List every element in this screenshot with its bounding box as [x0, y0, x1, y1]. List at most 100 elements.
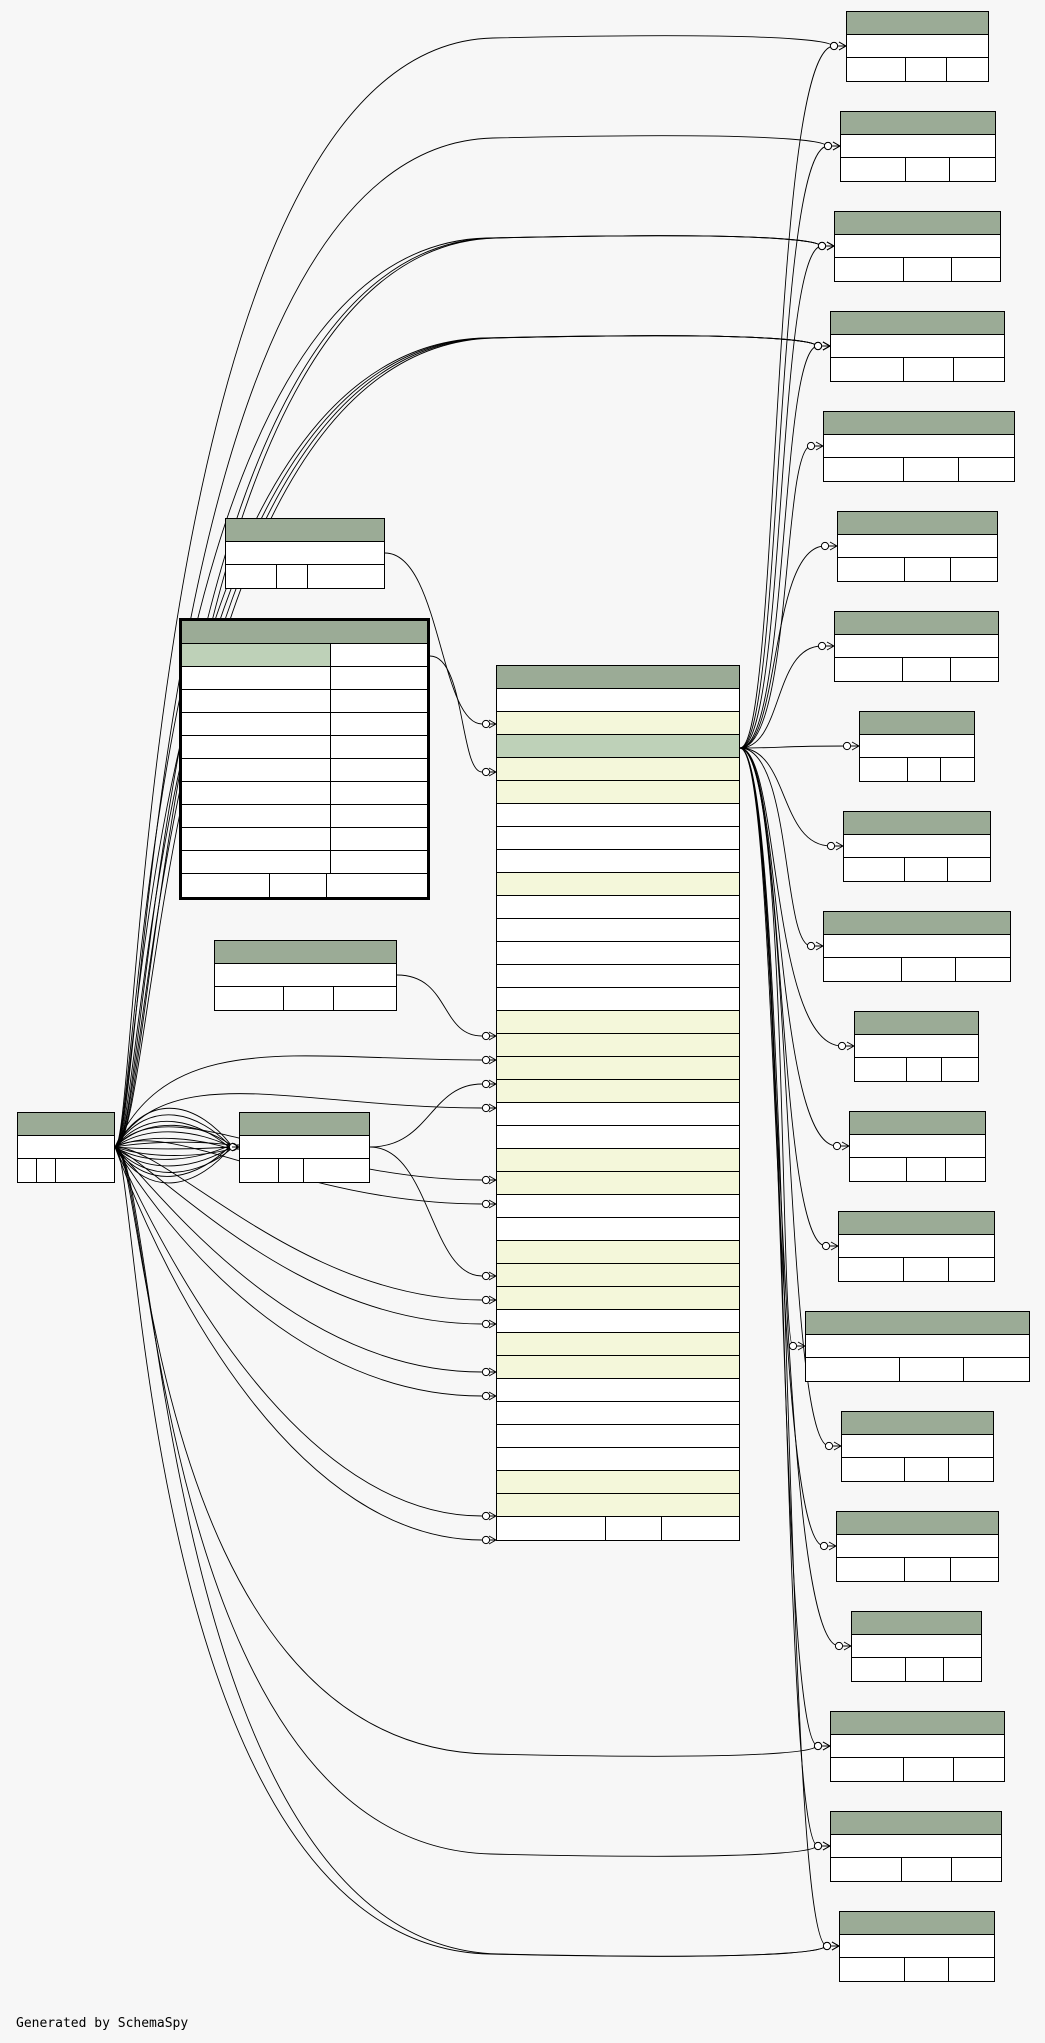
column-citation-id[interactable] — [497, 735, 739, 758]
table-citation-businesses[interactable] — [830, 1711, 1005, 1782]
footer-cell[interactable] — [947, 58, 988, 81]
column-last-load-date[interactable] — [497, 1425, 739, 1448]
footer-cell[interactable] — [844, 858, 906, 881]
table-citation-addresses[interactable] — [830, 311, 1005, 382]
footer-cell[interactable] — [842, 1458, 906, 1481]
column-filed-date[interactable] — [497, 896, 739, 919]
footer-cell[interactable] — [906, 1658, 944, 1681]
footer-cell[interactable] — [847, 58, 907, 81]
table-citations[interactable] — [496, 665, 740, 1541]
footer-cell[interactable] — [304, 1159, 369, 1182]
footer-cell[interactable] — [948, 858, 990, 881]
table-ejs-codes[interactable] — [17, 1112, 115, 1183]
table-title[interactable] — [240, 1113, 369, 1136]
footer-cell[interactable] — [37, 1159, 57, 1182]
table-citation-attachments[interactable] — [823, 911, 1011, 982]
footer-cell[interactable] — [944, 1658, 981, 1681]
table-title[interactable] — [839, 1212, 994, 1235]
footer-cell[interactable] — [831, 1858, 903, 1881]
footer-cell[interactable] — [838, 558, 905, 581]
table-citation-officers[interactable] — [839, 1911, 995, 1982]
footer-cell[interactable] — [839, 1258, 905, 1281]
footer-cell[interactable] — [907, 1058, 943, 1081]
column-bond-type[interactable] — [497, 712, 739, 735]
footer-cell[interactable] — [904, 258, 953, 281]
footer-cell[interactable] — [841, 158, 906, 181]
footer-cell[interactable] — [606, 1517, 662, 1540]
footer-cell[interactable] — [240, 1159, 279, 1182]
footer-cell[interactable] — [497, 1517, 606, 1540]
footer-cell[interactable] — [942, 1058, 978, 1081]
footer-cell[interactable] — [952, 1858, 1001, 1881]
table-activity-headers[interactable] — [843, 811, 991, 882]
table-citation-methods[interactable] — [838, 1211, 995, 1282]
column-creator-date[interactable] — [497, 942, 739, 965]
footer-cell[interactable] — [308, 565, 384, 588]
footer-cell[interactable] — [904, 1258, 950, 1281]
table-title[interactable] — [841, 112, 995, 135]
column-user-agency[interactable] — [497, 1241, 739, 1264]
column-dist-state[interactable] — [182, 782, 331, 805]
table-title[interactable] — [831, 1712, 1004, 1735]
footer-cell[interactable] — [182, 874, 271, 897]
column-county-code-type[interactable] — [497, 1172, 739, 1195]
footer-cell[interactable] — [860, 758, 908, 781]
footer-cell[interactable] — [806, 1358, 900, 1381]
footer-cell[interactable] — [905, 558, 951, 581]
footer-cell[interactable] — [956, 958, 1010, 981]
table-title[interactable] — [850, 1112, 985, 1135]
table-bond-type-codes[interactable] — [225, 518, 385, 589]
footer-cell[interactable] — [226, 565, 277, 588]
table-citation-dcns[interactable] — [854, 1011, 979, 1082]
column-result-of-stop-code-type[interactable] — [497, 1494, 739, 1517]
table-citation-employees[interactable] — [830, 1811, 1002, 1882]
column-city-code-type[interactable] — [497, 1149, 739, 1172]
table-citation-reports[interactable] — [840, 111, 996, 182]
footer-cell[interactable] — [903, 658, 951, 681]
footer-cell[interactable] — [906, 158, 951, 181]
footer-cell[interactable] — [950, 158, 995, 181]
column-bond-amount[interactable] — [497, 827, 739, 850]
footer-cell[interactable] — [840, 1958, 905, 1981]
footer-cell[interactable] — [850, 1158, 907, 1181]
column-dist-street[interactable] — [182, 736, 331, 759]
footer-cell[interactable] — [902, 1858, 952, 1881]
table-title[interactable] — [852, 1612, 981, 1635]
table-title[interactable] — [182, 621, 427, 644]
table-title[interactable] — [18, 1113, 114, 1136]
footer-cell[interactable] — [951, 558, 997, 581]
footer-cell[interactable] — [18, 1159, 38, 1182]
column-dist-zip[interactable] — [182, 805, 331, 828]
footer-cell[interactable] — [831, 1758, 904, 1781]
footer-cell[interactable] — [906, 58, 948, 81]
table-citation-xrefs[interactable] — [851, 1611, 982, 1682]
table-title[interactable] — [835, 212, 1000, 235]
footer-cell[interactable] — [837, 1558, 905, 1581]
column-state-dist-code[interactable] — [182, 644, 331, 667]
footer-cell[interactable] — [904, 358, 954, 381]
column-dist-phone[interactable] — [182, 828, 331, 851]
table-agency-codes[interactable] — [239, 1112, 370, 1183]
column-plaintiff[interactable] — [497, 1218, 739, 1241]
table-citation-road-conditions[interactable] — [805, 1311, 1030, 1382]
column-rec-id[interactable] — [182, 851, 331, 874]
column-active[interactable] — [182, 690, 331, 713]
footer-cell[interactable] — [952, 258, 1000, 281]
footer-cell[interactable] — [905, 858, 948, 881]
footer-cell[interactable] — [56, 1159, 114, 1182]
footer-cell[interactable] — [904, 1758, 954, 1781]
footer-cell[interactable] — [905, 1458, 950, 1481]
column-duration-code[interactable] — [497, 1333, 739, 1356]
table-citation-images[interactable] — [849, 1111, 986, 1182]
footer-cell[interactable] — [327, 874, 427, 897]
footer-cell[interactable] — [855, 1058, 907, 1081]
footer-cell[interactable] — [949, 1958, 994, 1981]
table-citation-type-codes[interactable] — [214, 940, 397, 1011]
footer-cell[interactable] — [270, 874, 327, 897]
column-active-date[interactable] — [182, 713, 331, 736]
footer-cell[interactable] — [852, 1658, 907, 1681]
footer-cell[interactable] — [949, 1458, 993, 1481]
column-loaded-by[interactable] — [497, 1402, 739, 1425]
footer-cell[interactable] — [215, 987, 284, 1010]
footer-cell[interactable] — [949, 1258, 994, 1281]
